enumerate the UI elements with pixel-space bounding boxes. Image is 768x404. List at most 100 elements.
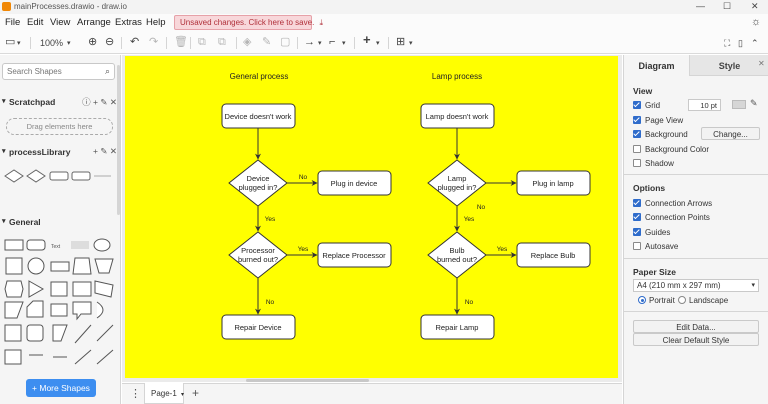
shadow-option[interactable]: Shadow [633, 159, 674, 168]
search-icon[interactable]: ⌕ [104, 66, 110, 76]
to-front-icon[interactable]: ⧉ [198, 36, 206, 48]
menu-file[interactable]: File [5, 17, 21, 28]
process-library-shapes[interactable] [3, 167, 113, 187]
chevron-down-icon[interactable]: ▾ [67, 40, 71, 47]
close-window-button[interactable]: ✕ [751, 1, 759, 11]
delete-icon[interactable]: 🗑 [174, 36, 188, 48]
page-view-checkbox[interactable] [633, 116, 641, 124]
paper-size-select[interactable]: A4 (210 mm x 297 mm) ▾ [633, 279, 759, 292]
zoom-out-icon[interactable]: ⊖ [105, 36, 115, 48]
close-icon[interactable]: ✕ [758, 59, 765, 68]
theme-sun-icon[interactable]: ☼ [751, 16, 762, 28]
insert-plus-icon[interactable]: + [363, 32, 371, 47]
node-label: Device [247, 174, 270, 183]
connection-arrows-option[interactable]: Connection Arrows [633, 199, 712, 208]
table-icon[interactable]: ⊞ [396, 36, 406, 48]
portrait-option[interactable]: Portrait [638, 296, 675, 305]
node-replace-bulb[interactable] [516, 242, 591, 268]
undo-icon[interactable]: ↶ [130, 36, 140, 48]
page-tab[interactable]: Page-1 ▾ [144, 383, 184, 404]
close-icon[interactable]: ✕ [109, 97, 117, 107]
tab-style[interactable]: Style [689, 55, 768, 76]
grid-size-input[interactable]: 10 pt [688, 99, 721, 111]
chevron-down-icon[interactable]: ▾ [318, 40, 322, 47]
autosave-option[interactable]: Autosave [633, 242, 678, 251]
node-replace-processor[interactable] [317, 242, 392, 268]
menu-edit[interactable]: Edit [27, 17, 44, 28]
chevron-down-icon[interactable]: ▾ [181, 392, 185, 398]
menu-help[interactable]: Help [146, 17, 166, 28]
fullscreen-icon[interactable]: ⛶ [724, 38, 731, 48]
sidebar-scrollbar[interactable] [117, 65, 120, 215]
redo-icon[interactable]: ↷ [149, 36, 159, 48]
node-plug-in-device[interactable] [317, 170, 392, 196]
to-back-icon[interactable]: ⧉ [218, 36, 226, 48]
node-repair-device[interactable] [221, 314, 296, 340]
more-shapes-button[interactable]: + More Shapes [26, 379, 96, 397]
guides-option[interactable]: Guides [633, 228, 670, 237]
guides-checkbox[interactable] [633, 228, 641, 236]
portrait-radio[interactable] [638, 296, 646, 304]
landscape-option[interactable]: Landscape [678, 296, 728, 305]
sidebar-toggle-icon[interactable]: ▭ [5, 36, 16, 48]
landscape-radio[interactable] [678, 296, 686, 304]
edit-icon[interactable]: ✎ [100, 97, 108, 107]
edit-icon[interactable]: ✎ [100, 146, 108, 156]
add-icon[interactable]: + [93, 97, 98, 107]
grid-option[interactable]: Grid [633, 101, 660, 110]
pencil-icon[interactable]: ✎ [750, 98, 758, 108]
chevron-down-icon[interactable]: ▾ [409, 40, 413, 47]
format-panel-icon[interactable]: ▯ [738, 38, 743, 48]
maximize-button[interactable]: ☐ [723, 1, 732, 11]
node-repair-lamp[interactable] [420, 314, 495, 340]
chevron-down-icon[interactable]: ▾ [17, 40, 21, 47]
menu-view[interactable]: View [50, 17, 71, 28]
process-library-header[interactable]: ▾ processLibrary + ✎ ✕ [0, 146, 121, 160]
shadow-checkbox[interactable] [633, 159, 641, 167]
grid-checkbox[interactable] [633, 101, 641, 109]
background-checkbox[interactable] [633, 130, 641, 138]
unsaved-changes-button[interactable]: Unsaved changes. Click here to save. ⤓ [174, 15, 323, 30]
background-color-option[interactable]: Background Color [633, 145, 709, 154]
scratchpad-dropzone[interactable]: Drag elements here [6, 118, 113, 135]
canvas-horizontal-scrollbar[interactable] [246, 379, 369, 382]
change-background-button[interactable]: Change... [701, 127, 760, 140]
toolbar: ▭ ▾ 100% ▾ ⊕ ⊖ ↶ ↷ 🗑 ⧉ ⧉ ◈ ✎ ▢ → ▾ ⌐ ▾ +… [0, 32, 768, 54]
shadow-icon[interactable]: ▢ [280, 36, 291, 48]
edit-data-button[interactable]: Edit Data... [633, 320, 759, 333]
chevron-down-icon[interactable]: ▾ [376, 40, 380, 47]
tab-diagram[interactable]: Diagram [624, 55, 689, 76]
connection-points-option[interactable]: Connection Points [633, 213, 710, 222]
background-color-checkbox[interactable] [633, 145, 641, 153]
flowchart-svg[interactable]: General process Lamp process [125, 56, 618, 378]
close-icon[interactable]: ✕ [109, 146, 117, 156]
scratchpad-header[interactable]: ▾ Scratchpad ⓘ + ✎ ✕ [0, 96, 121, 110]
fill-color-icon[interactable]: ◈ [243, 36, 252, 48]
node-plug-in-lamp[interactable] [516, 170, 591, 196]
collapse-icon[interactable]: ⌃ [751, 38, 759, 48]
help-icon[interactable]: ⓘ [82, 97, 91, 107]
general-header[interactable]: ▾ General [0, 216, 121, 230]
clear-default-style-button[interactable]: Clear Default Style [633, 333, 759, 346]
add-page-icon[interactable]: + [192, 386, 200, 400]
zoom-level[interactable]: 100% [40, 38, 64, 48]
connection-arrows-checkbox[interactable] [633, 199, 641, 207]
menu-extras[interactable]: Extras [115, 17, 142, 28]
connection-points-checkbox[interactable] [633, 213, 641, 221]
search-shapes-input[interactable] [7, 65, 97, 78]
menu-arrange[interactable]: Arrange [77, 17, 111, 28]
waypoints-icon[interactable]: ⌐ [329, 36, 336, 48]
page-view-option[interactable]: Page View [633, 116, 683, 125]
background-option[interactable]: Background [633, 130, 688, 139]
line-color-icon[interactable]: ✎ [262, 36, 272, 48]
minimize-button[interactable]: — [696, 1, 705, 11]
pages-menu-icon[interactable]: ⋮ [130, 388, 141, 400]
diagram-page[interactable]: General process Lamp process [125, 56, 618, 378]
grid-color-swatch[interactable] [732, 100, 746, 109]
add-icon[interactable]: + [93, 146, 98, 156]
zoom-in-icon[interactable]: ⊕ [88, 36, 98, 48]
autosave-checkbox[interactable] [633, 242, 641, 250]
general-shapes[interactable]: Text [3, 235, 115, 375]
chevron-down-icon[interactable]: ▾ [342, 40, 346, 47]
connection-icon[interactable]: → [304, 36, 315, 48]
